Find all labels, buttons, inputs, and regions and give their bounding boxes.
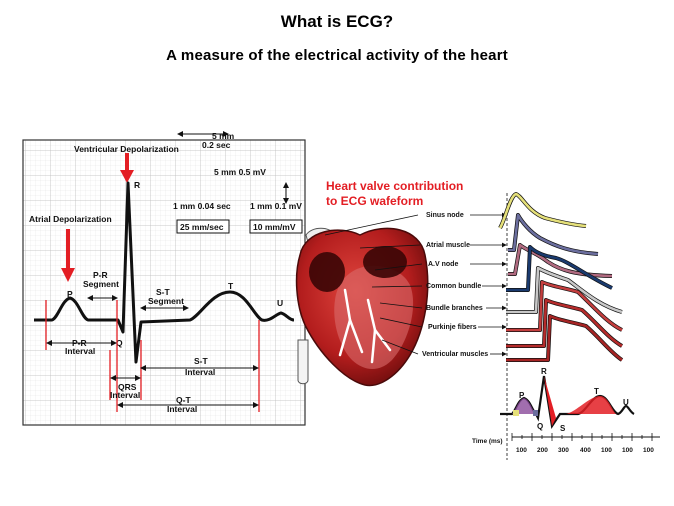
composite-s-label: S bbox=[560, 424, 566, 433]
component-label: Sinus node bbox=[426, 212, 464, 219]
heart-atrium bbox=[309, 252, 345, 292]
q-label: Q bbox=[116, 338, 123, 348]
page-subtitle: A measure of the electrical activity of … bbox=[166, 47, 508, 64]
ventricular-depolarization-label: Ventricular Depolarization bbox=[74, 144, 179, 154]
st-interval-label-1: S-T bbox=[194, 356, 209, 366]
ecg-trace bbox=[34, 181, 295, 364]
atrial-depolarization-label: Atrial Depolarization bbox=[29, 214, 112, 224]
p-marker-yellow bbox=[513, 410, 519, 416]
leader-lines bbox=[324, 214, 423, 355]
composite-ecg: R P T U Q S bbox=[500, 367, 635, 433]
composite-r-label: R bbox=[541, 367, 547, 376]
ecg-diagram: 5 mm 0.2 sec Ventricular Depolarization … bbox=[22, 131, 306, 426]
page-title: What is ECG? bbox=[280, 12, 394, 31]
speed-label: 25 mm/sec bbox=[180, 222, 224, 232]
component-label: Atrial muscle bbox=[426, 242, 470, 249]
pr-interval-label-1: P-R bbox=[72, 338, 87, 348]
t-fill bbox=[566, 396, 616, 414]
heart-heading-2: to ECG wafeform bbox=[326, 194, 423, 208]
scale-mm: 5 mm bbox=[212, 131, 235, 141]
pr-segment-label-2: Segment bbox=[83, 279, 119, 289]
component-labels: Sinus node Atrial muscle A.V node Common… bbox=[422, 212, 488, 358]
gain-label: 10 mm/mV bbox=[253, 222, 296, 232]
action-potentials bbox=[498, 192, 624, 362]
time-tick-label: 100 bbox=[643, 447, 654, 454]
composite-p-label: P bbox=[519, 391, 525, 400]
ecg-grid bbox=[22, 139, 306, 426]
qt-interval-label-2: Interval bbox=[167, 404, 197, 414]
pr-interval-label-2: Interval bbox=[65, 346, 95, 356]
gain-box bbox=[249, 219, 303, 234]
component-label: Common bundle bbox=[426, 283, 481, 290]
mv-5mm-label: 5 mm 0.5 mV bbox=[214, 167, 266, 177]
component-label: Purkinje fibers bbox=[428, 324, 477, 331]
p-marker-blue bbox=[533, 410, 538, 416]
pr-segment-label-1: P-R bbox=[93, 270, 108, 280]
composite-u-label: U bbox=[623, 398, 629, 407]
heart-atrium-right bbox=[363, 246, 407, 278]
vena-cava-icon bbox=[297, 339, 309, 385]
scale-sec: 0.2 sec bbox=[202, 140, 231, 150]
st-segment-label-1: S-T bbox=[156, 287, 171, 297]
time-tick-label: 100 bbox=[622, 447, 633, 454]
time-tick-label: 100 bbox=[516, 447, 527, 454]
time-tick-label: 200 bbox=[537, 447, 548, 454]
atrial-arrow-icon bbox=[61, 229, 75, 282]
mm1-sec-label: 1 mm 0.04 sec bbox=[173, 201, 231, 211]
t-label: T bbox=[228, 281, 234, 291]
qrs-interval-label-2: Interval bbox=[110, 390, 140, 400]
label-arrows bbox=[470, 212, 507, 357]
p-label: P bbox=[67, 289, 73, 299]
ventricular-arrow-icon bbox=[120, 153, 134, 183]
time-tick-label: 400 bbox=[580, 447, 591, 454]
composite-t-label: T bbox=[594, 387, 599, 396]
qrs-interval-label-1: QRS bbox=[118, 382, 137, 392]
mm1-mv-label: 1 mm 0.1 mV bbox=[250, 201, 302, 211]
r-fill bbox=[544, 376, 556, 426]
time-tick-label: 100 bbox=[601, 447, 612, 454]
component-label: Ventricular muscles bbox=[422, 351, 488, 358]
speed-box bbox=[176, 219, 230, 234]
component-label: A.V node bbox=[428, 261, 458, 268]
time-axis-label: Time (ms) bbox=[472, 438, 503, 445]
component-label: Bundle branches bbox=[426, 305, 483, 312]
st-segment-label-2: Segment bbox=[148, 296, 184, 306]
r-label: R bbox=[134, 180, 140, 190]
time-axis-ticks bbox=[511, 433, 653, 441]
time-axis: Time (ms) 100 200 300 400 100 100 100 bbox=[472, 433, 660, 454]
heart-chamber bbox=[334, 265, 414, 369]
heart-heading-1: Heart valve contribution bbox=[326, 179, 463, 193]
u-label: U bbox=[277, 298, 283, 308]
qt-interval-label-1: Q-T bbox=[176, 395, 191, 405]
st-interval-label-2: Interval bbox=[185, 367, 215, 377]
time-tick-label: 300 bbox=[558, 447, 569, 454]
composite-q-label: Q bbox=[537, 422, 543, 431]
heart-diagram: Heart valve contribution to ECG wafeform bbox=[295, 179, 660, 460]
